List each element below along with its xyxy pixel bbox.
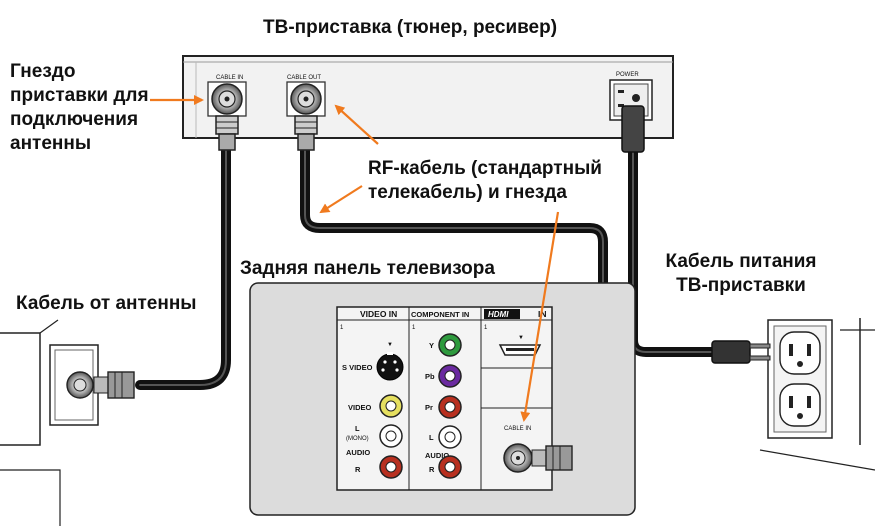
svg-text:L: L [355,424,360,433]
svg-text:Pr: Pr [425,403,433,412]
svg-text:CABLE OUT: CABLE OUT [287,75,321,81]
antenna-cable [135,145,231,390]
tv-back-panel: VIDEO IN COMPONENT IN HDMI IN 1 1 1 S VI… [249,282,636,516]
antenna-jack-label: Гнездо приставки для подключения антенны [10,61,149,154]
svg-text:AUDIO: AUDIO [346,448,370,457]
svg-text:L: L [429,433,434,442]
svg-text:CABLE IN: CABLE IN [216,75,243,81]
svg-text:Y: Y [429,341,434,350]
svg-text:S VIDEO: S VIDEO [342,363,373,372]
svg-text:Pb: Pb [425,372,435,381]
power-wall-outlet [711,318,875,471]
box-cable-out-jack: CABLE OUT [286,75,326,117]
box-connectors [215,105,645,153]
hdmi-logo: HDMI [488,310,509,319]
svg-text:POWER: POWER [616,72,639,78]
annotation-arrows [150,95,560,422]
rf-cable-label: RF-кабель (стандартный телекабель) и гне… [368,158,602,203]
component-in-header: COMPONENT IN [411,310,469,319]
power-cable-label: Кабель питания ТВ-приставки [665,251,817,296]
svg-text:(MONO): (MONO) [346,436,369,442]
antenna-wall-outlet [0,319,135,526]
svg-text:AUDIO: AUDIO [425,451,449,460]
svg-text:R: R [429,465,435,474]
svg-text:R: R [355,465,361,474]
svg-text:▼: ▼ [387,342,393,348]
svg-text:1: 1 [484,325,488,331]
svg-text:1: 1 [340,325,344,331]
svg-text:1: 1 [412,325,416,331]
svg-text:CABLE IN: CABLE IN [504,426,531,432]
svg-text:VIDEO: VIDEO [348,403,372,412]
svg-text:▼: ▼ [518,335,524,341]
set-top-box: CABLE IN CABLE OUT POWER [182,55,674,139]
diagram-title: ТВ-приставка (тюнер, ресивер) [263,17,558,38]
box-cable-in-jack: CABLE IN [207,75,247,117]
tv-back-panel-label: Задняя панель телевизора [240,258,495,279]
video-in-header: VIDEO IN [360,309,397,319]
antenna-cable-label: Кабель от антенны [16,293,197,314]
